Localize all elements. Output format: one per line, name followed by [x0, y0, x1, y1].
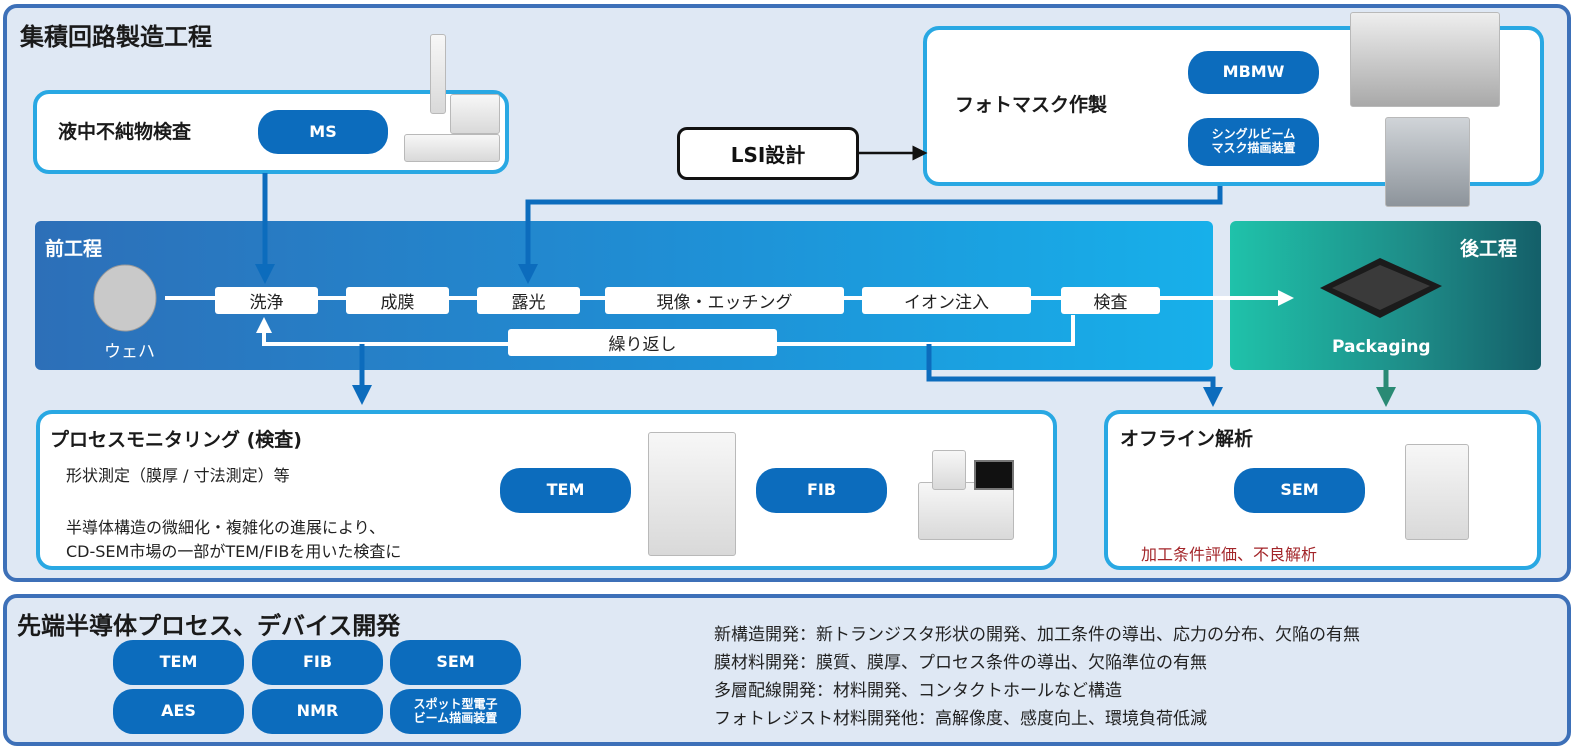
adv-sem-pill[interactable]: SEM — [390, 640, 521, 685]
back-end-title: 後工程 — [1460, 238, 1518, 260]
step-deposition: 成膜 — [346, 287, 449, 314]
photomask-title: フォトマスク作製 — [955, 94, 1108, 116]
lsi-design-label: LSI設計 — [730, 143, 806, 167]
lsi-design-box: LSI設計 — [677, 127, 859, 180]
step-cleaning: 洗浄 — [215, 287, 318, 314]
adv-nmr-pill[interactable]: NMR — [252, 689, 383, 734]
wafer-icon — [93, 264, 157, 332]
spot-beam-writer-pill[interactable]: スポット型電子 ビーム描画装置 — [390, 689, 521, 734]
sem-instrument-image — [1405, 444, 1469, 540]
fib-instrument-image — [918, 446, 1020, 542]
offline-analysis-title: オフライン解析 — [1120, 428, 1254, 450]
fib-pill[interactable]: FIB — [756, 468, 887, 513]
offline-analysis-note: 加工条件評価、不良解析 — [1141, 545, 1318, 564]
advanced-item-1: 新構造開発：新トランジスタ形状の開発、加工条件の導出、応力の分布、欠陥の有無 — [714, 625, 1360, 645]
repeat-label: 繰り返し — [508, 329, 777, 356]
liquid-inspection-title: 液中不純物検査 — [58, 121, 192, 143]
packaging-label: Packaging — [1332, 337, 1431, 357]
monitoring-line-2: 半導体構造の微細化・複雑化の進展により、 — [66, 518, 386, 537]
monitoring-line-3: CD-SEM市場の一部がTEM/FIBを用いた検査に — [66, 542, 402, 561]
step-develop-etch: 現像・エッチング — [605, 287, 844, 314]
photomask-equipment-image — [1340, 12, 1520, 212]
ms-instrument-image — [400, 34, 505, 164]
adv-aes-pill[interactable]: AES — [113, 689, 244, 734]
main-title: 集積回路製造工程 — [20, 23, 212, 51]
process-monitoring-title: プロセスモニタリング (検査) — [50, 429, 302, 451]
photomask-to-exposure-arrow — [518, 186, 1223, 284]
single-beam-mask-writer-pill[interactable]: シングルビーム マスク描画装置 — [1188, 118, 1319, 166]
tem-pill[interactable]: TEM — [500, 468, 631, 513]
mbmw-pill[interactable]: MBMW — [1188, 51, 1319, 94]
tem-instrument-image — [648, 432, 736, 556]
chip-graphic — [1320, 258, 1442, 318]
adv-fib-pill[interactable]: FIB — [252, 640, 383, 685]
single-beam-mask-writer-label: シングルビーム マスク描画装置 — [1211, 127, 1296, 155]
step-inspection: 検査 — [1061, 287, 1160, 314]
spot-beam-writer-label: スポット型電子 ビーム描画装置 — [413, 696, 498, 725]
advanced-item-4: フォトレジスト材料開発他：高解像度、感度向上、環境負荷低減 — [714, 709, 1207, 729]
monitoring-line-1: 形状測定（膜厚 / 寸法測定）等 — [66, 466, 290, 485]
wafer-label: ウェハ — [104, 342, 155, 362]
front-to-offline-arrow — [926, 344, 1223, 407]
sem-pill[interactable]: SEM — [1234, 468, 1365, 513]
ms-pill[interactable]: MS — [258, 110, 388, 154]
advanced-item-3: 多層配線開発：材料開発、コンタクトホールなど構造 — [714, 681, 1122, 701]
advanced-development-title: 先端半導体プロセス、デバイス開発 — [17, 612, 401, 640]
adv-tem-pill[interactable]: TEM — [113, 640, 244, 685]
advanced-item-2: 膜材料開発：膜質、膜厚、プロセス条件の導出、欠陥準位の有無 — [714, 653, 1207, 673]
step-ion-implant: イオン注入 — [862, 287, 1031, 314]
step-exposure: 露光 — [477, 287, 580, 314]
front-end-title: 前工程 — [45, 238, 103, 260]
